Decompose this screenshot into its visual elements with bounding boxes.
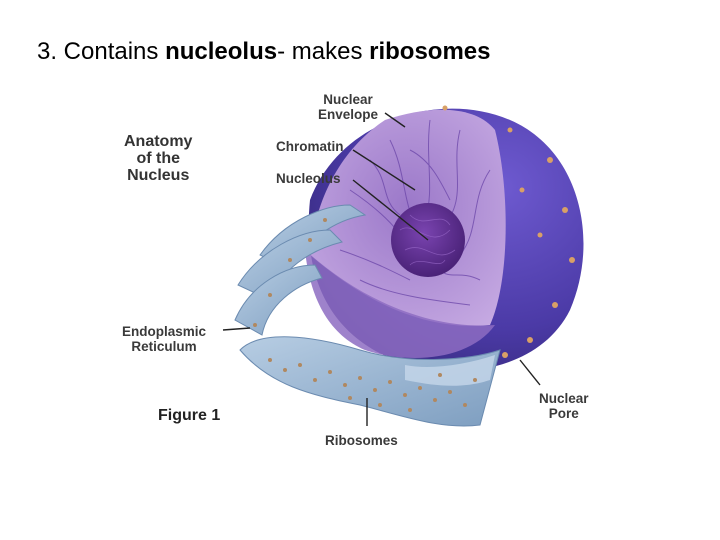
nucleus-figure: Nuclear Envelope Anatomy of the Nucleus … [110,80,610,460]
nuclear-pores [442,105,575,358]
label-chromatin: Chromatin [276,139,344,154]
endoplasmic-reticulum-shape [234,204,501,427]
title-ribosomes: ribosomes [369,38,491,65]
slide-title: 3. Contains nucleolus- makes ribosomes [37,38,491,66]
figure-heading-line1: Anatomy [124,133,193,150]
label-ribosomes: Ribosomes [325,433,398,448]
label-leader-lines [222,112,541,426]
label-nucleolus: Nucleolus [276,171,341,186]
label-nuclear-envelope: Nuclear Envelope [318,92,378,122]
label-nuclear-pore-line2: Pore [548,406,579,421]
label-endoplasmic-reticulum: Endoplasmic Reticulum [122,324,206,354]
ribosome-dots [253,218,477,412]
title-prefix: 3. Contains [37,38,166,65]
label-nuclear-envelope-line1: Nuclear [323,92,373,107]
cutaway-face [305,250,495,358]
label-er-line2: Reticulum [131,339,197,354]
title-nucleolus: nucleolus [165,38,278,65]
nucleus-illustration [222,105,584,427]
title-mid: - makes [277,38,370,65]
label-er-line1: Endoplasmic [122,324,207,339]
figure-heading-line2: of the [136,150,180,167]
nucleolus-texture [399,214,456,266]
figure-heading-line3: Nucleus [127,167,190,184]
figure-heading: Anatomy of the Nucleus [124,133,192,184]
label-nuclear-pore-line1: Nuclear [539,391,589,406]
label-nuclear-pore: Nuclear Pore [539,391,589,421]
figure-number: Figure 1 [158,407,221,424]
label-nuclear-envelope-line2: Envelope [318,107,379,122]
